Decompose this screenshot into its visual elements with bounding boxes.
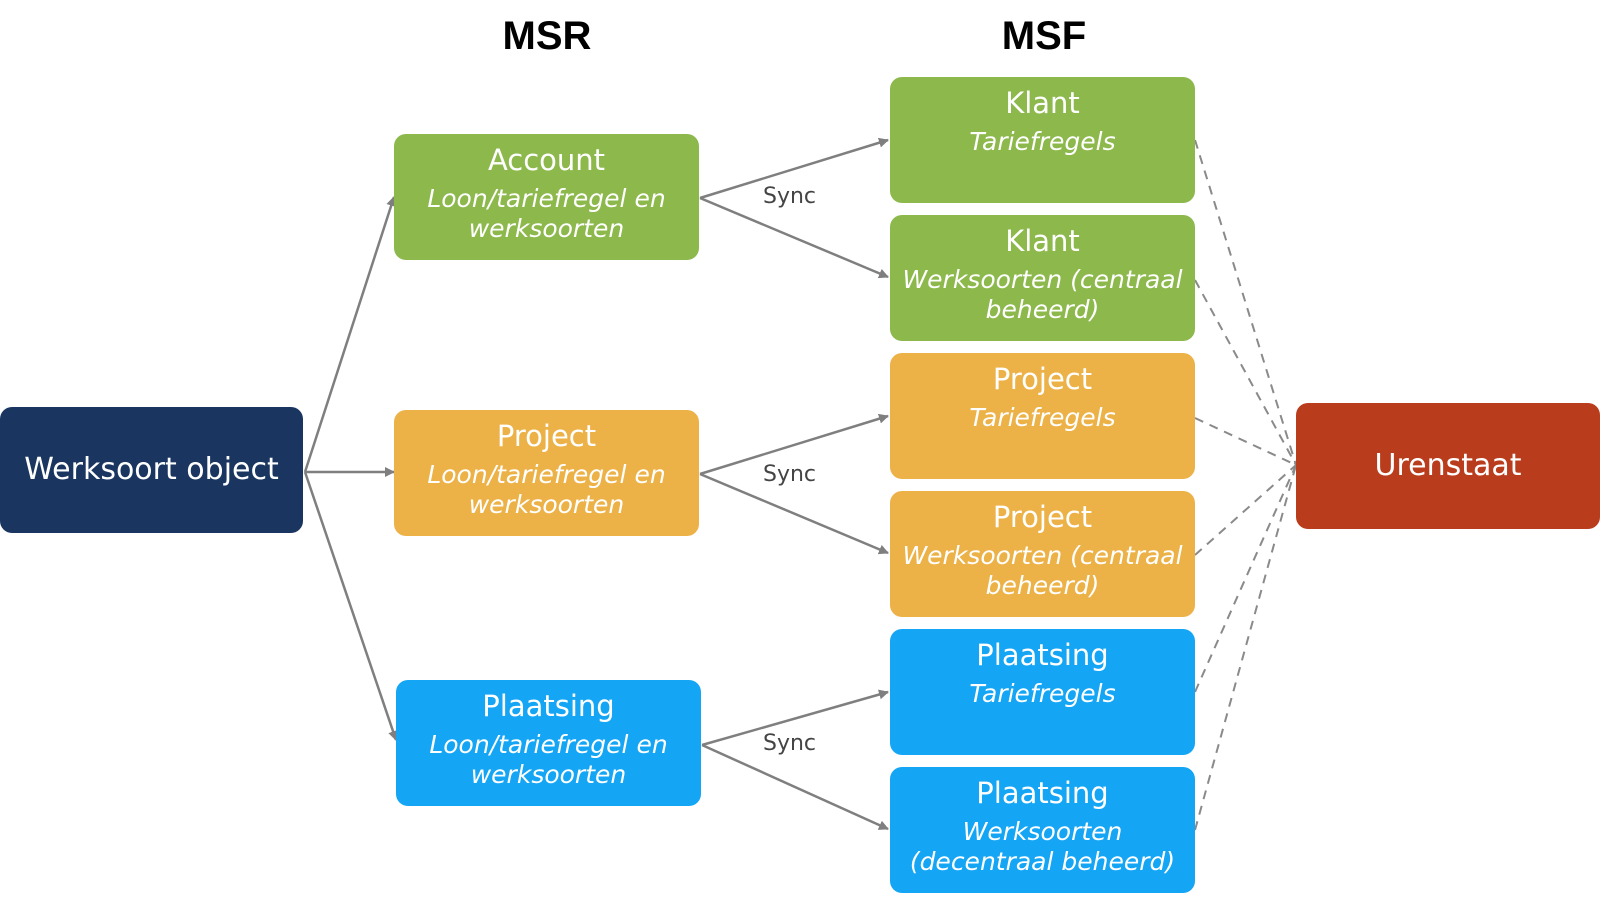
sync-label-account: Sync [763,184,817,209]
arrow-plaatsing-to-plaatsing-tarief [701,689,889,747]
msf-header: MSF [1001,14,1087,58]
msf-node-subtitle: Tariefregels [969,679,1116,708]
msr-node-project[interactable]: Project Loon/tariefregel en werksoorten [394,410,699,536]
msf-node-title: Klant [1005,224,1080,258]
arrow-source-to-account [303,196,396,473]
source-node-label: Werksoort object [24,452,279,487]
source-node-werksoort-object[interactable]: Werksoort object [0,407,303,533]
msf-node-subtitle: Werksoorten (decentraal beheerd) [909,817,1176,876]
msr-node-title: Plaatsing [482,689,615,723]
sync-label-project: Sync [763,462,817,487]
arrow-account-to-klant-tarief [699,137,889,200]
msf-node-subtitle: Werksoorten (centraal beheerd) [902,265,1183,324]
msf-node-plaatsing-tariefregels[interactable]: Plaatsing Tariefregels [890,629,1195,755]
msr-node-title: Account [487,143,606,177]
msf-node-subtitle: Werksoorten (centraal beheerd) [902,541,1183,600]
msr-node-title: Project [496,419,597,453]
msr-node-subtitle: Loon/tariefregel en werksoorten [429,730,668,789]
dashed-plaatsing-tarief-to-urenstaat [1194,464,1297,693]
arrow-project-to-project-werk [699,472,889,555]
msr-node-subtitle: Loon/tariefregel en werksoorten [427,184,666,243]
dashed-project-tarief-to-urenstaat [1194,417,1297,466]
arrow-account-to-klant-werk [699,196,889,279]
arrow-plaatsing-to-plaatsing-werk [701,743,889,831]
msf-node-title: Plaatsing [976,776,1109,810]
msf-node-title: Klant [1005,86,1080,120]
msf-node-title: Project [992,362,1093,396]
arrow-source-to-plaatsing [303,471,398,741]
msf-node-plaatsing-werksoorten[interactable]: Plaatsing Werksoorten (decentraal beheer… [890,767,1195,893]
msr-node-account[interactable]: Account Loon/tariefregel en werksoorten [394,134,699,260]
msf-node-klant-tariefregels[interactable]: Klant Tariefregels [890,77,1195,203]
dashed-klant-werk-to-urenstaat [1194,279,1297,466]
dashed-plaatsing-werk-to-urenstaat [1194,464,1297,831]
arrow-project-to-project-tarief [699,413,889,476]
target-node-urenstaat[interactable]: Urenstaat [1296,403,1600,529]
msr-node-plaatsing[interactable]: Plaatsing Loon/tariefregel en werksoorte… [396,680,701,806]
msf-node-project-werksoorten[interactable]: Project Werksoorten (centraal beheerd) [890,491,1195,617]
sync-label-plaatsing: Sync [763,731,817,756]
dashed-klant-tarief-to-urenstaat [1194,139,1297,466]
msf-node-subtitle: Tariefregels [969,127,1116,156]
msf-node-title: Project [992,500,1093,534]
msf-node-subtitle: Tariefregels [969,403,1116,432]
msr-node-subtitle: Loon/tariefregel en werksoorten [427,460,666,519]
msf-node-project-tariefregels[interactable]: Project Tariefregels [890,353,1195,479]
msr-header: MSR [502,14,592,58]
dashed-project-werk-to-urenstaat [1194,464,1297,556]
msf-node-title: Plaatsing [976,638,1109,672]
target-node-label: Urenstaat [1374,448,1522,483]
msf-node-klant-werksoorten[interactable]: Klant Werksoorten (centraal beheerd) [890,215,1195,341]
